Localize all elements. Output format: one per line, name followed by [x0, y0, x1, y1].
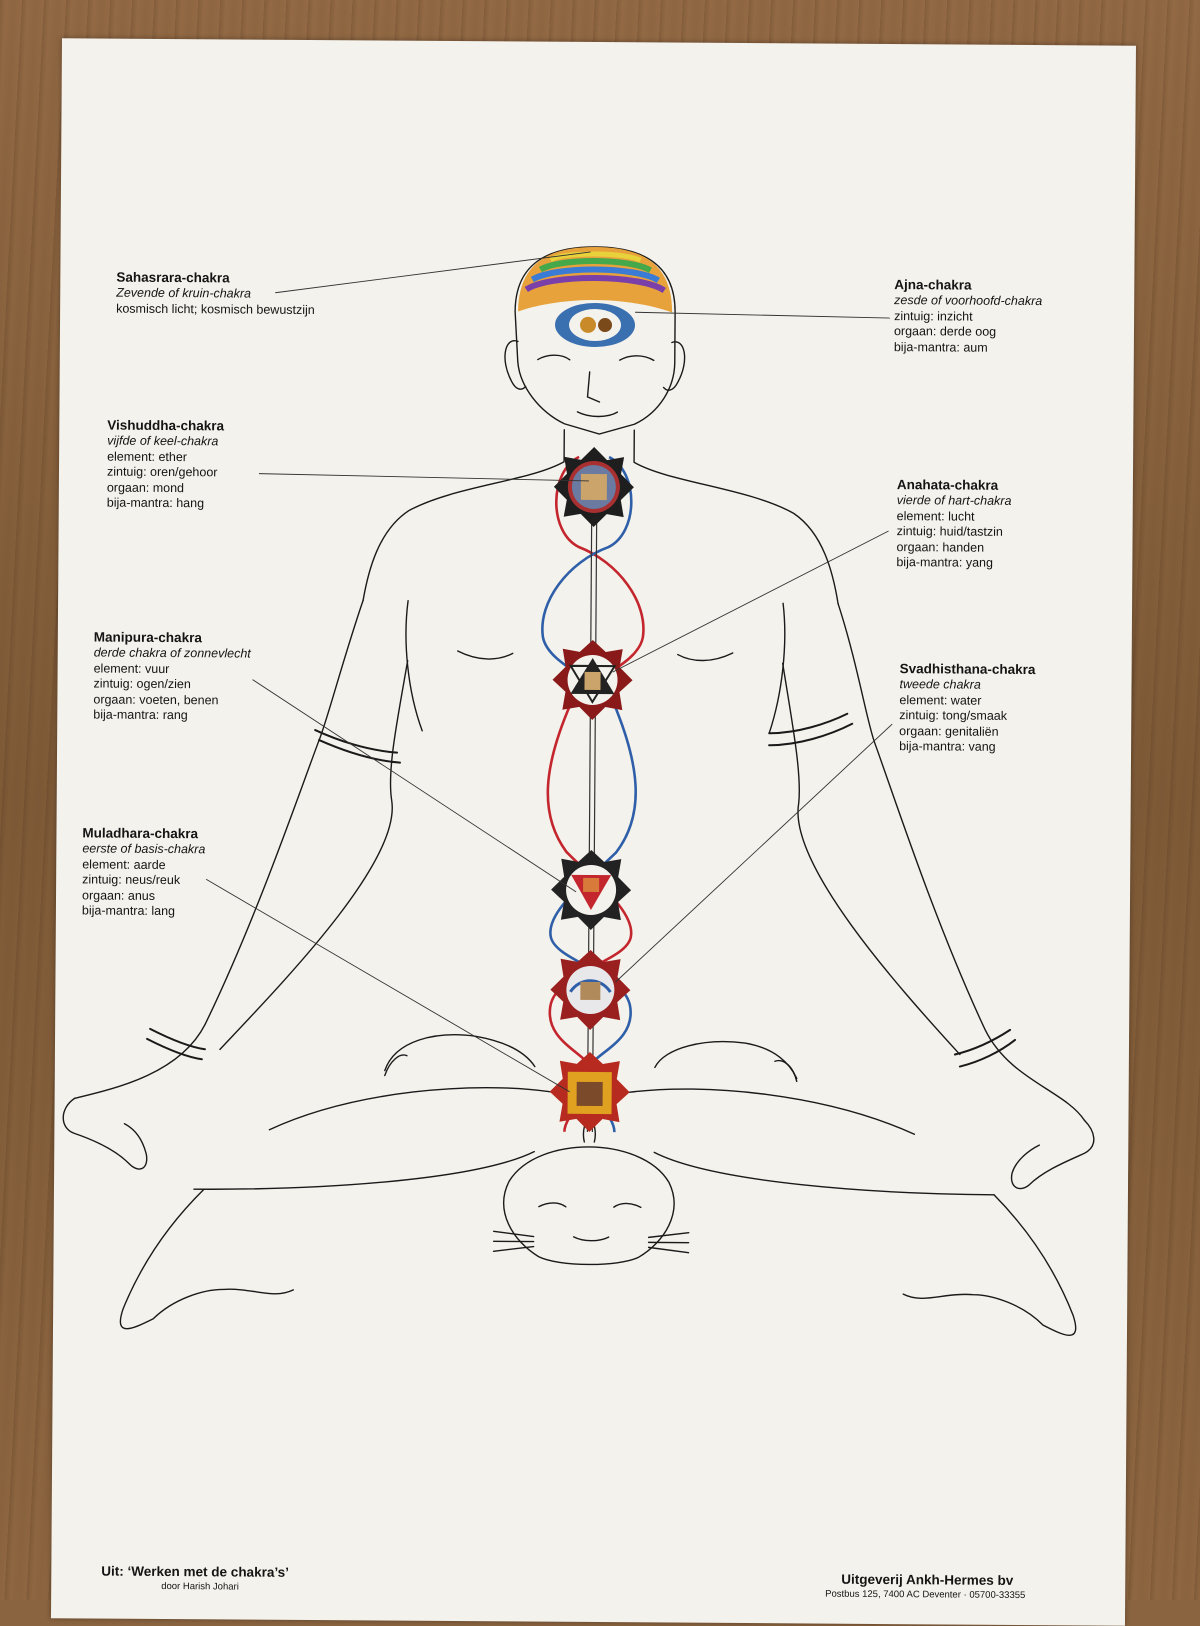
chakra-name: Ajna-chakra [894, 277, 972, 293]
meditating-figure-illustration [62, 246, 1095, 1336]
muladhara-label: Muladhara-chakra eerste of basis-chakra … [81, 825, 206, 919]
publisher-address: Postbus 125, 7400 AC Deventer · 05700-33… [825, 1588, 1026, 1602]
chakra-name: Svadhisthana-chakra [899, 661, 1036, 678]
chakra-poster: Sahasrara-chakra Zevende of kruin-chakra… [50, 38, 1136, 1626]
ajna-leader-line [635, 311, 891, 319]
book-author: door Harish Johari [161, 1580, 239, 1593]
book-title: Uit: ‘Werken met de chakra’s’ [101, 1563, 289, 1580]
head-outline [514, 246, 676, 435]
svadhisthana-leader-line [615, 723, 893, 983]
svadhisthana-chakra-symbol [550, 949, 631, 1030]
sahasrara-crown-symbol [518, 246, 673, 313]
manipura-leader-line [252, 679, 577, 893]
chakra-name: Manipura-chakra [93, 629, 202, 646]
tiger-skin-outline [119, 1188, 1077, 1336]
sushumna-nadi-channel [586, 461, 598, 1132]
publisher-name: Uitgeverij Ankh-Hermes bv [841, 1571, 1014, 1588]
sahasrara-leader-line [275, 251, 591, 294]
anahata-label: Anahata-chakra vierde of hart-chakra ele… [896, 477, 1012, 570]
publisher-credit: Uitgeverij Ankh-Hermes bv Postbus 125, 7… [825, 1571, 1025, 1601]
anahata-leader-line [612, 530, 889, 673]
muladhara-chakra-symbol [549, 1051, 630, 1132]
chakra-name: Sahasrara-chakra [116, 269, 230, 286]
svadhisthana-label: Svadhisthana-chakra tweede chakra elemen… [899, 661, 1036, 754]
vishuddha-label: Vishuddha-chakra vijfde of keel-chakra e… [106, 417, 225, 511]
chakra-name: Vishuddha-chakra [107, 417, 225, 434]
ida-nadi-channel [546, 455, 645, 1132]
ajna-chakra-symbol [555, 302, 636, 347]
anahata-chakra-symbol [552, 639, 633, 720]
pingala-nadi-channel [541, 455, 637, 1133]
vishuddha-leader-line [258, 473, 589, 482]
sahasrara-label: Sahasrara-chakra Zevende of kruin-chakra… [116, 269, 315, 317]
ajna-label: Ajna-chakra zesde of voorhoofd-chakra zi… [893, 277, 1043, 355]
chakra-name: Anahata-chakra [896, 477, 999, 493]
manipura-chakra-symbol [551, 849, 632, 930]
muladhara-leader-line [205, 878, 570, 1093]
vishuddha-chakra-symbol [553, 446, 634, 527]
manipura-label: Manipura-chakra derde chakra of zonnevle… [93, 629, 251, 723]
chakra-name: Muladhara-chakra [82, 825, 199, 842]
source-credit: Uit: ‘Werken met de chakra’s’ door Haris… [101, 1564, 289, 1593]
